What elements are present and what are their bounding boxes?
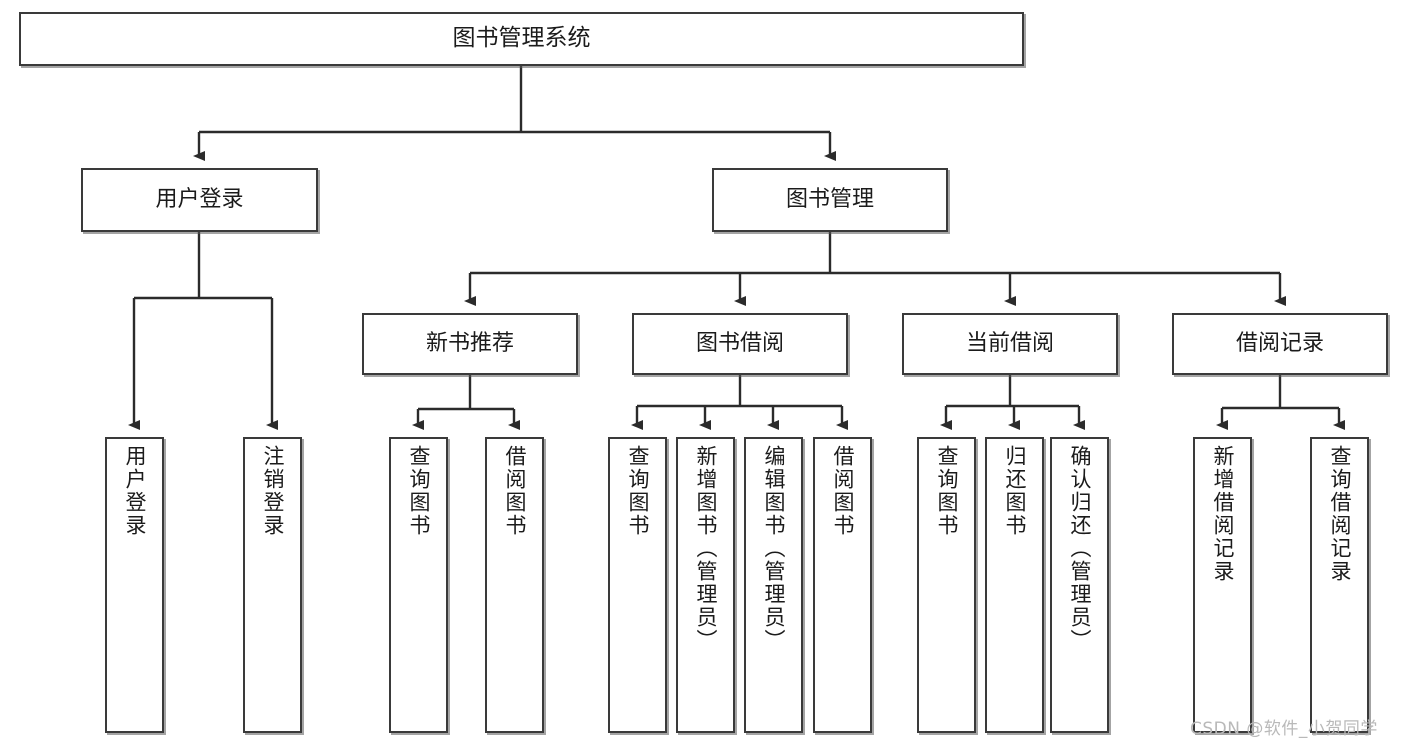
- leaf-current-return-book[interactable]: 归还图书: [985, 437, 1044, 733]
- leaf-user-logout[interactable]: 注销登录: [243, 437, 302, 733]
- leaf-records-query-record[interactable]: 查询借阅记录: [1310, 437, 1369, 733]
- node-root-system[interactable]: 图书管理系统: [19, 12, 1024, 66]
- node-book-borrow[interactable]: 图书借阅: [632, 313, 848, 375]
- leaf-records-add-record[interactable]: 新增借阅记录: [1193, 437, 1252, 733]
- node-current-borrow[interactable]: 当前借阅: [902, 313, 1118, 375]
- node-label: 图书借阅: [695, 331, 784, 357]
- leaf-user-login[interactable]: 用户登录: [105, 437, 164, 733]
- node-new-book-recommend[interactable]: 新书推荐: [362, 313, 578, 375]
- leaf-borrow-borrow-book[interactable]: 借阅图书: [813, 437, 872, 733]
- leaf-recommend-query-book[interactable]: 查询图书: [389, 437, 448, 733]
- node-label: 新增借阅记录: [1211, 445, 1235, 583]
- watermark: CSDN @软件_小贺同学: [1190, 719, 1378, 739]
- node-user-login[interactable]: 用户登录: [81, 168, 318, 232]
- leaf-borrow-edit-book-admin[interactable]: 编辑图书（管理员）: [744, 437, 803, 733]
- node-label: 查询图书: [626, 445, 650, 537]
- leaf-current-confirm-return-admin[interactable]: 确认归还（管理员）: [1050, 437, 1109, 733]
- node-label: 查询借阅记录: [1328, 445, 1352, 583]
- leaf-borrow-add-book-admin[interactable]: 新增图书（管理员）: [676, 437, 735, 733]
- node-label: 查询图书: [935, 445, 959, 537]
- leaf-borrow-query-book[interactable]: 查询图书: [608, 437, 667, 733]
- node-label: 借阅图书: [503, 445, 527, 537]
- node-label: 图书管理系统: [452, 25, 591, 52]
- node-label: 编辑图书（管理员）: [762, 445, 786, 652]
- node-label: 新书推荐: [425, 331, 514, 357]
- node-label: 图书管理: [785, 187, 874, 213]
- node-label: 查询图书: [407, 445, 431, 537]
- node-label: 用户登录: [155, 187, 244, 213]
- leaf-recommend-borrow-book[interactable]: 借阅图书: [485, 437, 544, 733]
- node-label: 当前借阅: [965, 331, 1054, 357]
- node-borrow-records[interactable]: 借阅记录: [1172, 313, 1388, 375]
- leaf-current-query-book[interactable]: 查询图书: [917, 437, 976, 733]
- node-label: 借阅记录: [1235, 331, 1324, 357]
- node-label: 新增图书（管理员）: [694, 445, 718, 652]
- node-book-management[interactable]: 图书管理: [712, 168, 948, 232]
- node-label: 用户登录: [123, 445, 147, 537]
- node-label: 归还图书: [1003, 445, 1027, 537]
- node-label: 确认归还（管理员）: [1068, 445, 1092, 652]
- node-label: 借阅图书: [831, 445, 855, 537]
- node-label: 注销登录: [261, 445, 285, 537]
